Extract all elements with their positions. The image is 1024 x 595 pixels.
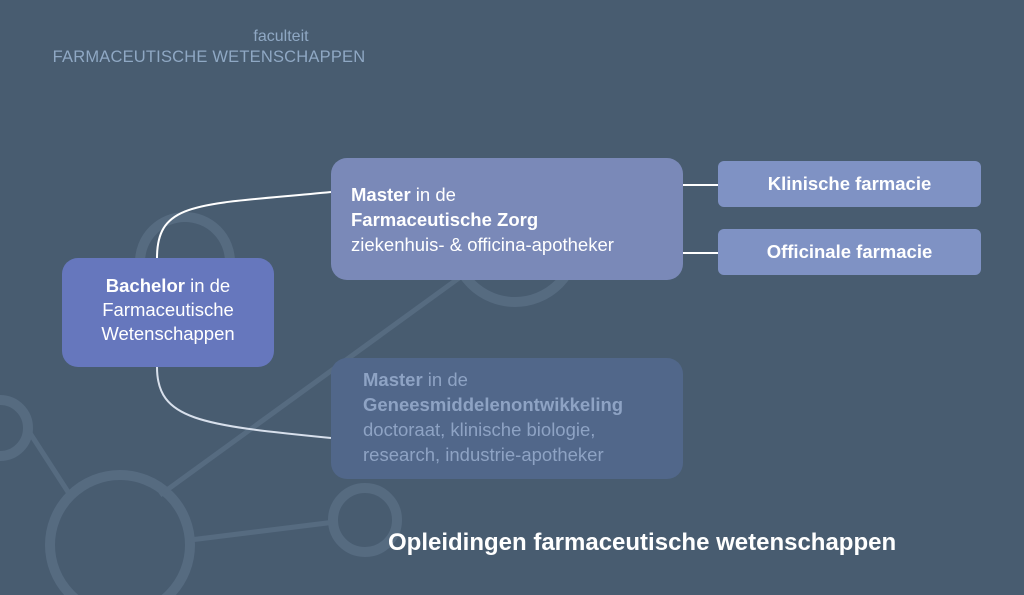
connector-bachelor-zorg — [156, 191, 332, 259]
network-circle — [45, 470, 195, 595]
master-zorg-bold: Master — [351, 184, 411, 205]
master-zorg-rest: in de — [410, 184, 456, 205]
master-gm-bold: Master — [363, 369, 423, 390]
master-gm-line2: Geneesmiddelenontwikkeling — [363, 394, 624, 415]
connector-bachelor-gm — [156, 366, 332, 439]
master-gm-rest: in de — [422, 369, 468, 390]
master-zorg-line2: Farmaceutische Zorg — [351, 209, 539, 230]
faculty-header: faculteit FARMACEUTISCHE WETENSCHAPPEN — [0, 28, 418, 67]
bachelor-line2: Farmaceutische — [102, 299, 234, 320]
bachelor-rest: in de — [184, 275, 231, 296]
network-line — [25, 428, 73, 497]
bachelor-line3: Wetenschappen — [101, 323, 235, 344]
network-line — [189, 519, 336, 543]
diagram-caption: Opleidingen farmaceutische wetenschappen — [388, 529, 897, 556]
faculty-title: FARMACEUTISCHE WETENSCHAPPEN — [52, 48, 366, 66]
master-zorg-line3: ziekenhuis- & officina-apotheker — [351, 234, 614, 255]
network-line — [158, 267, 472, 498]
faculty-subtitle: faculteit — [253, 28, 309, 45]
bachelor-bold: Bachelor — [105, 275, 185, 296]
bachelor-node: Bachelor in de Farmaceutische Wetenschap… — [62, 258, 274, 367]
specialization-officinale-farmacie: Officinale farmacie — [718, 229, 981, 275]
network-circle — [0, 395, 33, 461]
master-gm-node: Master in de Geneesmiddelenontwikkeling … — [331, 358, 683, 479]
master-gm-line3: doctoraat, klinische biologie, — [363, 419, 596, 440]
specialization-klinische-farmacie: Klinische farmacie — [718, 161, 981, 207]
master-gm-line4: research, industrie-apotheker — [363, 444, 604, 465]
master-zorg-node: Master in de Farmaceutische Zorg ziekenh… — [331, 158, 683, 280]
